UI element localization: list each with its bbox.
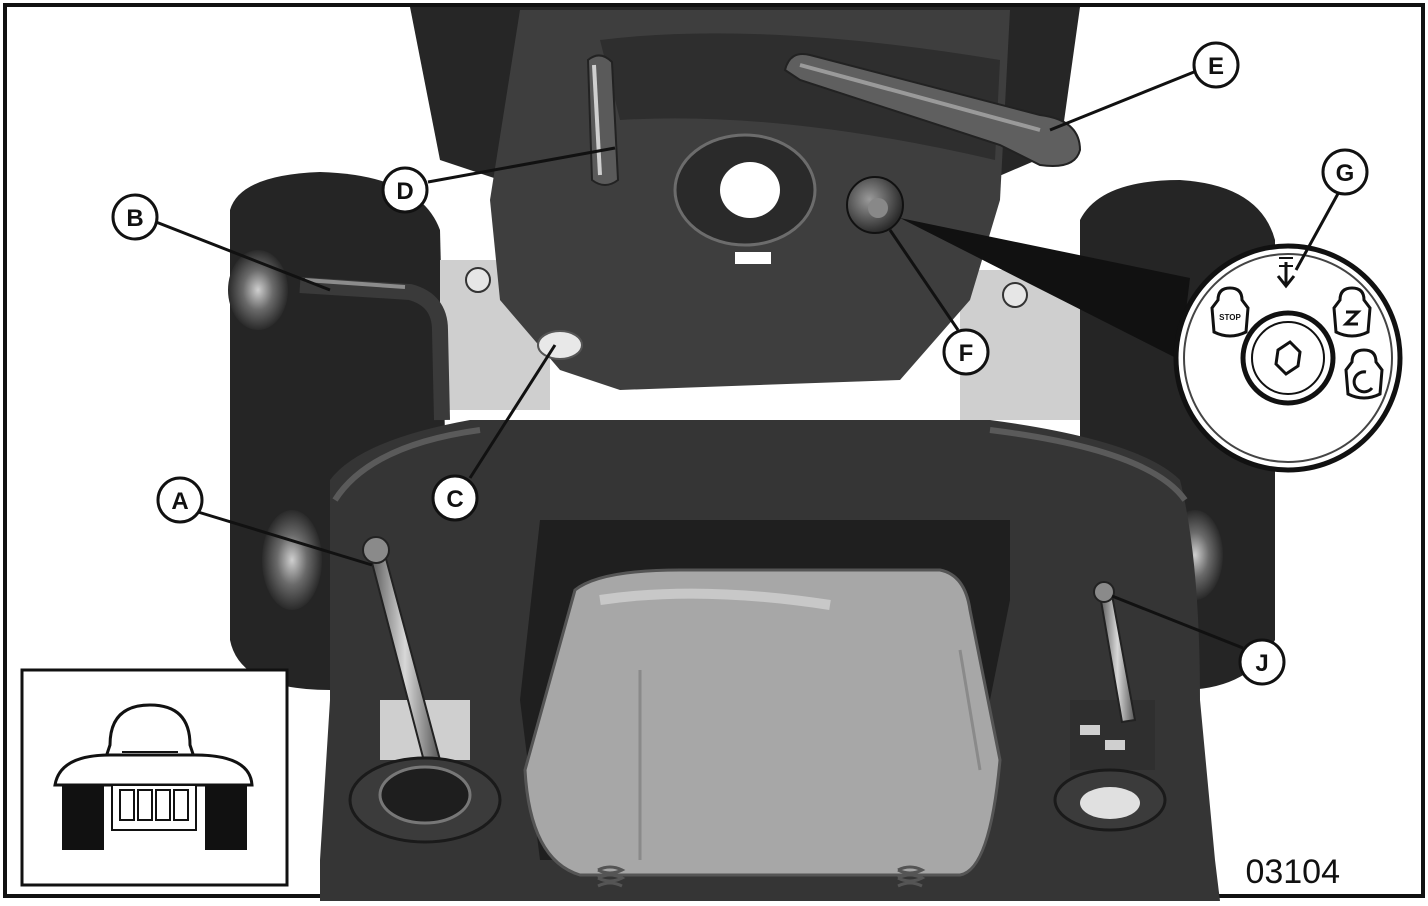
callout-C-letter: C [446,486,463,513]
callout-D: D [383,168,427,212]
locator-fender [55,755,252,785]
callout-J-letter: J [1255,650,1268,677]
locator-deck [112,785,196,830]
figure-number: 03104 [1245,853,1340,891]
callout-F-letter: F [959,340,974,367]
left-wheel-hub-lower [262,510,322,610]
callout-A: A [158,478,202,522]
locator-right-wheel [205,785,247,850]
lights-position-icon [1334,288,1370,336]
stop-label: STOP [1219,313,1241,322]
callout-C: C [433,476,477,520]
stop-position-icon: STOP [1212,288,1248,336]
callout-A-letter: A [171,488,188,515]
seat-cushion [525,570,1000,875]
callout-E-letter: E [1208,53,1224,80]
callout-E: E [1194,43,1238,87]
locator-inset [22,670,287,885]
locator-left-wheel [62,785,104,850]
callout-B-letter: B [126,205,143,232]
headlight-switch [538,331,582,359]
key-barrel [1243,313,1333,403]
callout-G: G [1323,150,1367,194]
callout-F: F [944,330,988,374]
callout-J: J [1240,640,1284,684]
callout-B: B [113,195,157,239]
throttle-control-lever [588,55,618,185]
callout-G-letter: G [1336,160,1355,187]
start-position-icon [1346,350,1382,398]
callout-D-letter: D [396,178,413,205]
